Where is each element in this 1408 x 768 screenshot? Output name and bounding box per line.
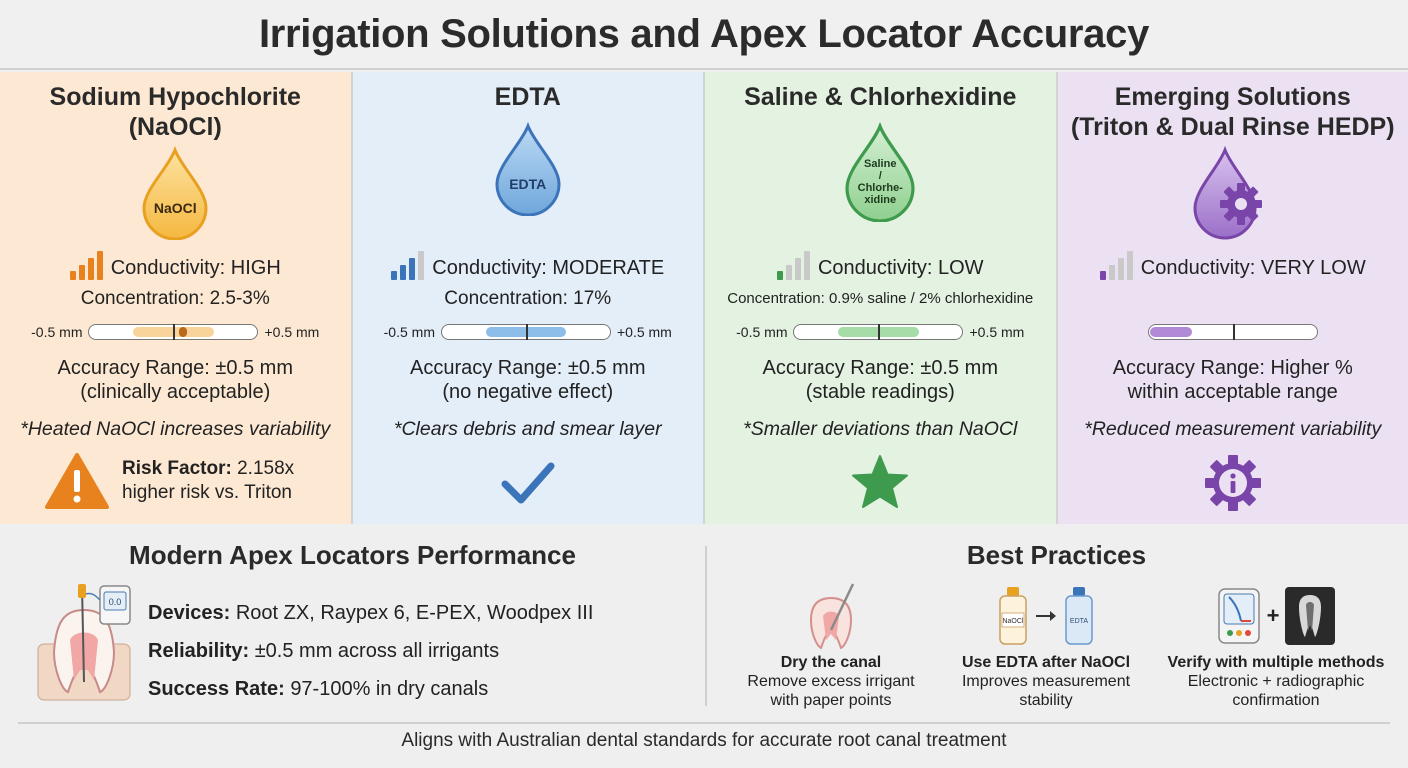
scale-track [88,324,259,340]
warning-icon [45,453,109,509]
column-edta: EDTA EDTA Conductivity: MODERATE Concent… [352,72,705,524]
practice-verify-methods: + Verify with multiple methods Electroni… [1160,582,1392,710]
scale-max-label: +0.5 mm [616,324,672,340]
spec-success-rate: Success Rate: 97-100% in dry canals [148,678,489,700]
accuracy-scale: -0.5 mm +0.5 mm [0,324,351,340]
signal-bars-icon [69,250,103,280]
title-bar: Irrigation Solutions and Apex Locator Ac… [0,0,1408,70]
title-line-1: Sodium Hypochlorite [49,83,301,111]
accuracy-scale: -0.5 mm +0.5 mm [705,324,1056,340]
conductivity-row: Conductivity: HIGH [0,250,351,280]
accuracy-scale [1058,324,1408,340]
concentration-label: Concentration: 17% [444,288,612,309]
apex-locators-panel: Modern Apex Locators Performance 0.0 Dev… [0,526,705,728]
droplet-icon: NaOCl [138,145,212,241]
column-title: Saline & Chlorhexidine [744,83,1017,111]
note-text: *Smaller deviations than NaOCl [743,418,1018,440]
conductivity-label: Conductivity: LOW [817,257,984,279]
accuracy-text: Accuracy Range: ±0.5 mm(no negative effe… [409,357,646,403]
column-emerging-solutions: Emerging Solutions(Triton & Dual Rinse H… [1057,72,1408,524]
tooth-apex-locator-icon: 0.0 [37,584,131,701]
naocl-bottle-icon: NaOCl [999,587,1027,645]
checkmark-icon [501,462,555,504]
solutions-grid: Sodium Hypochlorite(NaOCl) NaOCl Conduct… [0,72,1408,524]
practice-title: Dry the canal [780,654,882,671]
signal-bars-icon [391,250,425,280]
column-title: EDTA [494,83,561,111]
gear-droplet-icon [1191,145,1275,240]
note-text: *Heated NaOCl increases variability [20,418,331,440]
spec-reliability: Reliability: ±0.5 mm across all irrigant… [148,640,500,662]
section-divider [705,546,707,706]
bottle-label-naocl: NaOCl [1002,618,1023,625]
edta-bottle-icon: EDTA [1065,587,1093,645]
droplet-icon: EDTA [491,121,565,217]
accuracy-scale: -0.5 mm +0.5 mm [353,324,704,340]
locator-screen-value: 0.0 [109,597,122,607]
title-line-2: (NaOCl) [128,113,222,141]
accuracy-text: Accuracy Range: Higher %within acceptabl… [1112,357,1353,403]
accuracy-text: Accuracy Range: ±0.5 mm(stable readings) [762,357,998,403]
scale-min-label: -0.5 mm [31,324,83,340]
paper-point-tooth-icon [809,583,855,650]
footer-text: Aligns with Australian dental standards … [401,730,1007,751]
practice-title: Verify with multiple methods [1167,654,1385,671]
column-title: Emerging Solutions(Triton & Dual Rinse H… [1070,83,1395,141]
note-text: *Reduced measurement variability [1084,418,1382,440]
info-gear-icon [1204,455,1261,511]
droplet-label: Saline/Chlorhe-xidine [857,158,903,206]
scale-min-label: -0.5 mm [383,324,435,340]
best-practices-panel: Best Practices Dry the canal Remove exce… [705,526,1408,728]
page-title: Irrigation Solutions and Apex Locator Ac… [258,11,1150,56]
note-text: *Clears debris and smear layer [393,418,662,440]
bottle-label-edta: EDTA [1070,618,1088,625]
apex-locator-device-icon [1217,588,1260,644]
scale-max-label: +0.5 mm [264,324,320,340]
arrow-right-icon [1036,611,1056,621]
scale-track [793,324,964,340]
section-title: Best Practices [966,540,1147,570]
section-title: Modern Apex Locators Performance [129,540,576,570]
footer-divider [18,722,1390,724]
spec-devices: Devices: Root ZX, Raypex 6, E-PEX, Woodp… [148,602,594,624]
column-title: Sodium Hypochlorite(NaOCl) [0,82,351,142]
conductivity-label: Conductivity: VERY LOW [1140,257,1366,279]
plus-sign: + [1266,603,1280,628]
scale-max-label: +0.5 mm [969,324,1025,340]
conductivity-row: Conductivity: MODERATE [353,250,704,280]
scale-track [1147,324,1318,340]
accuracy-text: Accuracy Range: ±0.5 mm(clinically accep… [57,357,293,403]
scale-min-label: -0.5 mm [736,324,788,340]
conductivity-label: Conductivity: HIGH [110,257,281,279]
practice-edta-after-naocl: NaOCl EDTA Use EDTA after NaOCl Improves… [930,582,1162,710]
droplet-icon: Saline/Chlorhe-xidine [840,121,920,223]
concentration-label: Concentration: 2.5-3% [80,288,270,309]
apex-specs: Devices: Root ZX, Raypex 6, E-PEX, Woodp… [148,594,593,708]
droplet-label: EDTA [509,176,547,192]
conductivity-row: Conductivity: VERY LOW [1058,250,1408,280]
column-saline-chlorhexidine: Saline & Chlorhexidine Saline/Chlorhe-xi… [705,72,1058,524]
concentration-label: Concentration: 0.9% saline / 2% chlorhex… [727,290,1034,307]
scale-track [440,324,611,340]
radiograph-icon [1285,587,1336,645]
signal-bars-icon [776,250,810,280]
droplet-label: NaOCl [153,200,197,216]
star-icon [852,455,909,508]
conductivity-label: Conductivity: MODERATE [432,257,665,279]
practice-title: Use EDTA after NaOCl [961,654,1131,671]
signal-bars-icon [1099,250,1133,280]
lower-section: Modern Apex Locators Performance 0.0 Dev… [0,526,1408,728]
conductivity-row: Conductivity: LOW [705,250,1056,280]
column-naocl: Sodium Hypochlorite(NaOCl) NaOCl Conduct… [0,72,353,524]
